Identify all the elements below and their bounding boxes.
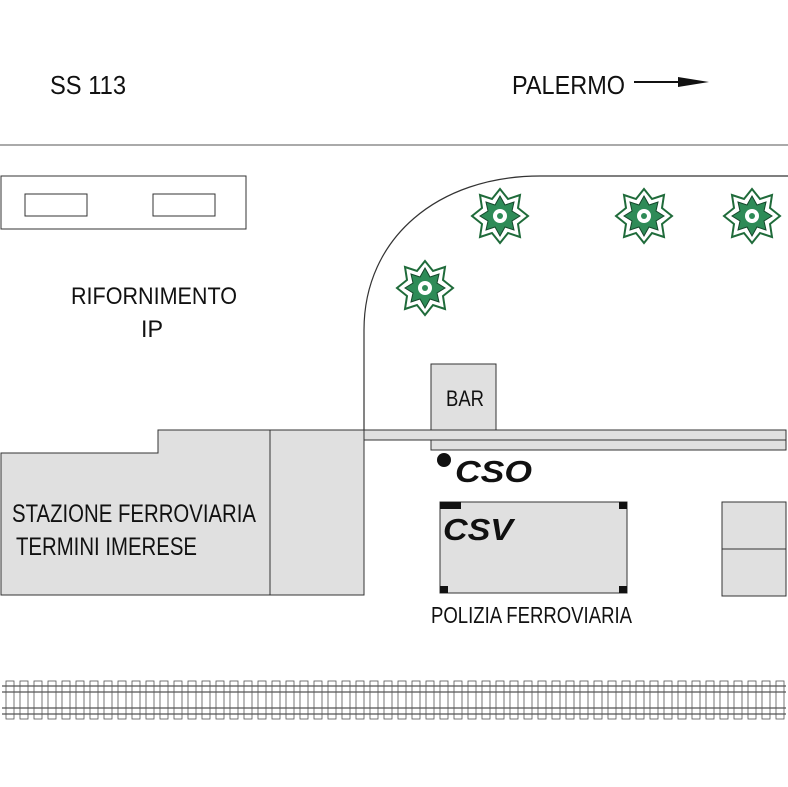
track-sleeper bbox=[341, 680, 351, 720]
station-label: STAZIONE FERROVIARIA bbox=[12, 500, 256, 528]
tree-icon bbox=[615, 188, 673, 244]
tree-icon bbox=[471, 188, 529, 244]
track-sleeper bbox=[117, 680, 127, 720]
track-sleeper bbox=[131, 680, 141, 720]
track-sleeper bbox=[19, 680, 29, 720]
csv-label: CSV bbox=[443, 512, 516, 547]
dot-marker-icon bbox=[437, 453, 451, 467]
police-corner-mark bbox=[440, 586, 448, 593]
fuel-pump-island bbox=[152, 193, 216, 217]
track-sleeper bbox=[75, 680, 85, 720]
track-sleeper bbox=[635, 680, 645, 720]
road-label: SS 113 bbox=[50, 70, 126, 100]
track-sleeper bbox=[509, 680, 519, 720]
arrow-right-icon bbox=[634, 77, 709, 87]
fuel-pump-island bbox=[24, 193, 88, 217]
track-sleeper bbox=[425, 680, 435, 720]
railway-track bbox=[2, 680, 786, 720]
tree-icon bbox=[396, 260, 454, 316]
track-sleeper bbox=[663, 680, 673, 720]
track-sleeper bbox=[285, 680, 295, 720]
track-sleeper bbox=[677, 680, 687, 720]
track-sleeper bbox=[467, 680, 477, 720]
track-sleeper bbox=[411, 680, 421, 720]
platform-canopy bbox=[363, 429, 787, 441]
track-sleeper bbox=[453, 680, 463, 720]
platform-canopy-lower bbox=[430, 439, 787, 451]
track-sleeper bbox=[47, 680, 57, 720]
track-sleeper bbox=[159, 680, 169, 720]
track-sleeper bbox=[257, 680, 267, 720]
track-sleeper bbox=[523, 680, 533, 720]
track-sleeper bbox=[439, 680, 449, 720]
track-sleeper bbox=[61, 680, 71, 720]
track-sleeper bbox=[565, 680, 575, 720]
track-sleeper bbox=[145, 680, 155, 720]
track-sleeper bbox=[537, 680, 547, 720]
station-building bbox=[0, 429, 365, 596]
track-sleeper bbox=[369, 680, 379, 720]
track-sleeper bbox=[691, 680, 701, 720]
track-sleeper bbox=[383, 680, 393, 720]
track-sleeper bbox=[719, 680, 729, 720]
police-corner-mark bbox=[440, 502, 461, 509]
track-sleeper bbox=[761, 680, 771, 720]
police-corner-mark bbox=[619, 502, 627, 509]
bar-building bbox=[430, 363, 497, 431]
track-sleeper bbox=[495, 680, 505, 720]
police-corner-mark bbox=[619, 586, 627, 593]
fuel-station-label: RIFORNIMENTO bbox=[71, 283, 237, 310]
track-sleeper bbox=[229, 680, 239, 720]
track-sleeper bbox=[313, 680, 323, 720]
police-building bbox=[439, 501, 628, 594]
track-sleeper bbox=[733, 680, 743, 720]
track-sleeper bbox=[481, 680, 491, 720]
track-sleeper bbox=[551, 680, 561, 720]
track-sleeper bbox=[215, 680, 225, 720]
cso-label: CSO bbox=[455, 454, 532, 489]
road-curve bbox=[363, 175, 788, 440]
track-sleeper bbox=[33, 680, 43, 720]
track-sleeper bbox=[593, 680, 603, 720]
track-sleeper bbox=[89, 680, 99, 720]
track-sleeper bbox=[649, 680, 659, 720]
track-sleeper bbox=[201, 680, 211, 720]
track-sleeper bbox=[775, 680, 785, 720]
fuel-station-brand: IP bbox=[141, 316, 163, 343]
track-sleeper bbox=[187, 680, 197, 720]
track-sleeper bbox=[243, 680, 253, 720]
track-sleeper bbox=[747, 680, 757, 720]
station-name: TERMINI IMERESE bbox=[16, 533, 197, 561]
direction-label: PALERMO bbox=[512, 70, 625, 100]
track-sleeper bbox=[299, 680, 309, 720]
track-sleeper bbox=[579, 680, 589, 720]
police-label: POLIZIA FERROVIARIA bbox=[431, 602, 633, 628]
track-sleeper bbox=[173, 680, 183, 720]
track-sleeper bbox=[271, 680, 281, 720]
bar-label: BAR bbox=[446, 386, 484, 411]
track-sleeper bbox=[5, 680, 15, 720]
tree-icon bbox=[723, 188, 781, 244]
track-sleeper bbox=[397, 680, 407, 720]
track-sleeper bbox=[607, 680, 617, 720]
track-sleeper bbox=[355, 680, 365, 720]
track-sleeper bbox=[103, 680, 113, 720]
track-sleeper bbox=[705, 680, 715, 720]
track-sleeper bbox=[327, 680, 337, 720]
track-sleeper bbox=[621, 680, 631, 720]
